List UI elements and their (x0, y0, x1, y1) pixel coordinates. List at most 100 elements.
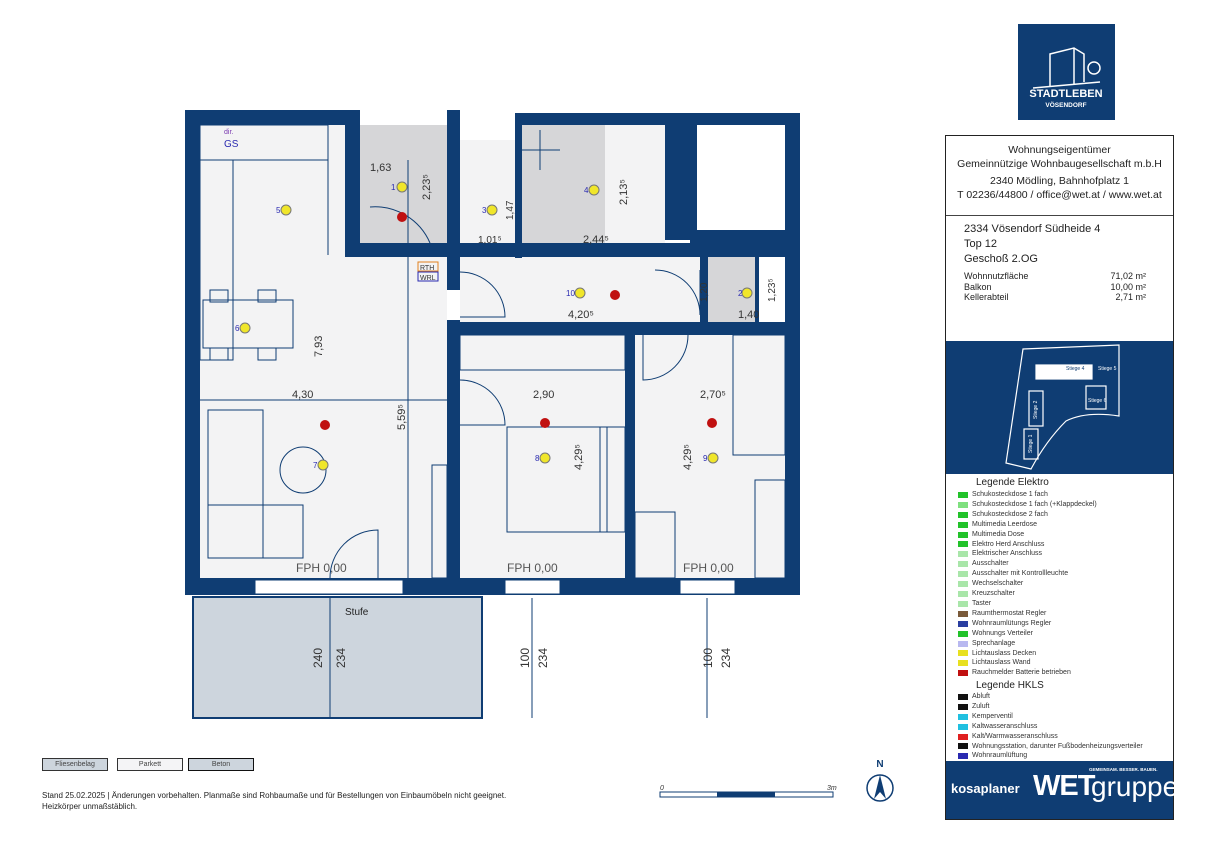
north-label: N (876, 759, 883, 770)
legend-label: Schukosteckdose 1 fach (972, 491, 1048, 498)
legend-item: Ausschalter mit Kontrollleuchte (958, 569, 1097, 579)
legend-label: Kreuzschalter (972, 590, 1015, 598)
floor-plan: 1 2 3 4 5 6 7 8 9 10 GS dir. 1,63 2,23⁵ … (185, 110, 800, 719)
material-parkett: Parkett (117, 758, 183, 771)
legend-label: Multimedia Dose (972, 530, 1025, 538)
slogan: GEMEINSAM. BESSER. BAUEN. (1089, 767, 1158, 772)
legend-symbol-icon (958, 713, 968, 720)
legend-hkls-title: Legende HKLS (976, 680, 1044, 691)
rth-label: RTH (420, 265, 434, 272)
legend-item: Kemperventil (958, 712, 1143, 722)
svg-text:GS: GS (224, 139, 239, 150)
legend-item: Kreuzschalter (958, 589, 1097, 599)
svg-text:5: 5 (276, 206, 281, 215)
legend-label: Schukosteckdose 2 fach (972, 510, 1048, 518)
svg-text:9: 9 (703, 454, 708, 463)
svg-text:100: 100 (518, 648, 532, 668)
legend-item: Elektrischer Anschluss (958, 549, 1097, 559)
svg-text:3: 3 (482, 206, 487, 215)
stiege-label: Stiege 5 (1098, 366, 1117, 372)
legend-label: Elektrischer Anschluss (972, 550, 1043, 558)
svg-text:1,20: 1,20 (699, 282, 710, 302)
svg-text:1,47: 1,47 (505, 200, 516, 220)
project-address: 2334 Vösendorf Südheide 4 (964, 223, 1101, 235)
svg-text:7: 7 (313, 461, 318, 470)
legend-label: Taster (972, 599, 992, 607)
legend-symbol-icon (958, 703, 968, 710)
legend-symbol-icon (958, 600, 968, 607)
legend-symbol-icon (958, 581, 968, 588)
legend-item: Wechselschalter (958, 579, 1097, 589)
legend-symbol-icon (958, 620, 968, 627)
legend-item: Sprechanlage (958, 639, 1097, 649)
material-beton: Beton (188, 758, 254, 771)
legend-label: Schukosteckdose 1 fach (+Klappdeckel) (972, 500, 1097, 508)
info-panel: Wohnungseigentümer Gemeinnützige Wohnbau… (945, 135, 1178, 820)
windows (254, 579, 736, 595)
stiege-label: Stiege 4 (1066, 366, 1085, 372)
legend-symbol-icon (958, 660, 968, 667)
legend-symbol-icon (958, 650, 968, 657)
legend-symbol-icon (958, 571, 968, 578)
fph-labels: FPH 0,00 FPH 0,00 FPH 0,00 (296, 561, 734, 575)
legend-label: Lichtauslass Wand (972, 659, 1031, 667)
legend-symbol-icon (958, 640, 968, 647)
wrl-box (417, 271, 439, 282)
light-outlets (239, 181, 753, 471)
svg-text:4,30: 4,30 (292, 389, 313, 401)
svg-text:1,40: 1,40 (738, 309, 759, 321)
legend-item: Multimedia Dose (958, 530, 1097, 540)
svg-text:4,20⁵: 4,20⁵ (568, 309, 594, 321)
building-icon: STADTLEBEN VÖSENDORF (1029, 47, 1103, 109)
legend-item: Raumthermostat Regler (958, 609, 1097, 619)
legend-item: Schukosteckdose 2 fach (958, 510, 1097, 520)
svg-text:5,59⁵: 5,59⁵ (396, 404, 408, 430)
stiege-label: Stiege 2 (1033, 400, 1039, 419)
legend-elektro-title: Legende Elektro (976, 477, 1049, 488)
legend-symbol-icon (958, 531, 968, 538)
legend-item: Lichtauslass Decken (958, 649, 1097, 659)
legend-symbol-icon (958, 511, 968, 518)
rth-box (417, 261, 439, 272)
svg-text:8: 8 (535, 454, 540, 463)
stiege-label: Stiege 6 (1088, 398, 1107, 404)
legend-item: Wohnungsstation, darunter Fußbodenheizun… (958, 742, 1143, 752)
legend-label: Lichtauslass Decken (972, 649, 1037, 657)
svg-text:2,44⁵: 2,44⁵ (583, 234, 609, 246)
legend-item: Schukosteckdose 1 fach (+Klappdeckel) (958, 500, 1097, 510)
legend-symbol-icon (958, 491, 968, 498)
legend-symbol-icon (958, 521, 968, 528)
legend-label: Wohnungsstation, darunter Fußbodenheizun… (972, 742, 1143, 750)
legend-item: Taster (958, 599, 1097, 609)
legend-item: Zuluft (958, 702, 1143, 712)
legend-symbol-icon (958, 561, 968, 568)
svg-text:4: 4 (584, 186, 589, 195)
svg-text:FPH 0,00: FPH 0,00 (296, 561, 347, 575)
svg-text:234: 234 (719, 648, 733, 668)
svg-text:100: 100 (701, 648, 715, 668)
legend-item: Abluft (958, 692, 1143, 702)
legend-item: Schukosteckdose 1 fach (958, 490, 1097, 500)
legend-item: Wohnungs Verteiler (958, 629, 1097, 639)
shaft-top-gap (360, 110, 447, 125)
svg-text:VÖSENDORF: VÖSENDORF (1045, 100, 1086, 109)
wrl-label: WRL (420, 275, 436, 282)
walls (185, 110, 800, 595)
stadtleben-logo: STADTLEBEN VÖSENDORF (1018, 24, 1115, 120)
balcony (192, 596, 483, 719)
footer-logos: kosaplaner WET gruppe GEMEINSAM. BESSER.… (946, 761, 1178, 819)
divider (946, 215, 1173, 216)
legend-label: Kaltwasseranschluss (972, 722, 1038, 730)
legend-symbol-icon (958, 610, 968, 617)
legend-item: Kaltwasseranschluss (958, 722, 1143, 732)
legend-item: Multimedia Leerdose (958, 520, 1097, 530)
owner-contact: T 02236/44800 / office@wet.at / www.wet.… (957, 189, 1162, 201)
legend-label: Wohnraumlüftung (972, 752, 1028, 760)
legend-symbol-icon (958, 723, 968, 730)
svg-text:234: 234 (334, 648, 348, 668)
legend-symbol-icon (958, 501, 968, 508)
